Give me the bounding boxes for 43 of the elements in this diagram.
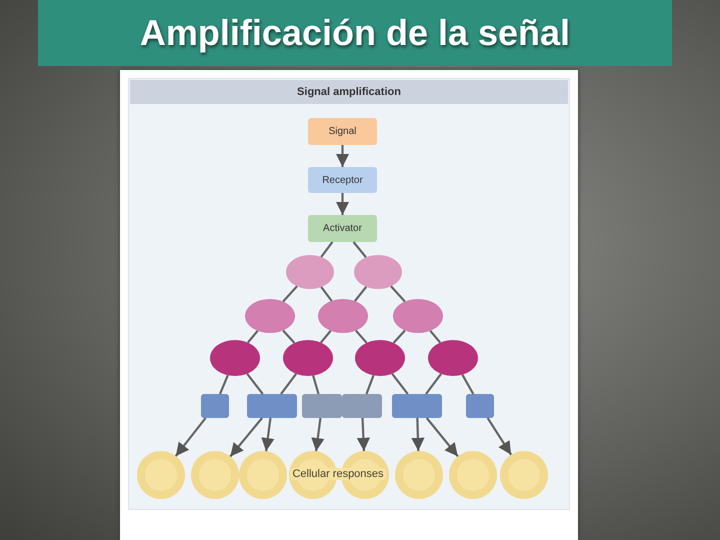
connector-line [247, 330, 259, 344]
arrow [411, 418, 425, 452]
connector-line [425, 373, 442, 395]
arrow [229, 417, 263, 458]
connector-line [392, 330, 406, 344]
connector-line [218, 374, 229, 394]
arrow [336, 145, 350, 167]
box-node [302, 394, 342, 418]
panel-heading: Signal amplification [130, 80, 568, 104]
arrow [174, 417, 206, 457]
box-node [247, 394, 297, 418]
response-label: Cellular responses [290, 468, 386, 480]
box-node [342, 394, 382, 418]
process-box: Receptor [308, 167, 377, 193]
arrow [356, 418, 370, 452]
connector-line [352, 241, 367, 258]
process-box: Signal [308, 118, 377, 145]
arrow [486, 417, 512, 456]
slide-title: Amplificación de la señal [38, 0, 672, 66]
connector-line [390, 286, 406, 302]
connector-line [320, 330, 332, 344]
box-node [466, 394, 494, 418]
arrow [261, 418, 274, 452]
arrow [426, 417, 459, 458]
connector-line [320, 241, 334, 258]
connector-line [312, 375, 320, 394]
connector-line [391, 373, 409, 395]
connector-line [354, 286, 368, 302]
connector-line [355, 330, 368, 344]
connector-line [461, 374, 474, 395]
connector-line [282, 286, 298, 302]
connector-line [320, 286, 333, 302]
connector-line [365, 375, 375, 394]
arrow [311, 418, 324, 452]
box-node [392, 394, 442, 418]
arrow [336, 193, 350, 215]
figure-panel [120, 70, 578, 540]
connector-line [282, 330, 296, 344]
box-node [201, 394, 229, 418]
process-box: Activator [308, 215, 377, 242]
connector-line [280, 373, 297, 395]
connector-line [429, 330, 441, 344]
connector-line [246, 373, 264, 395]
